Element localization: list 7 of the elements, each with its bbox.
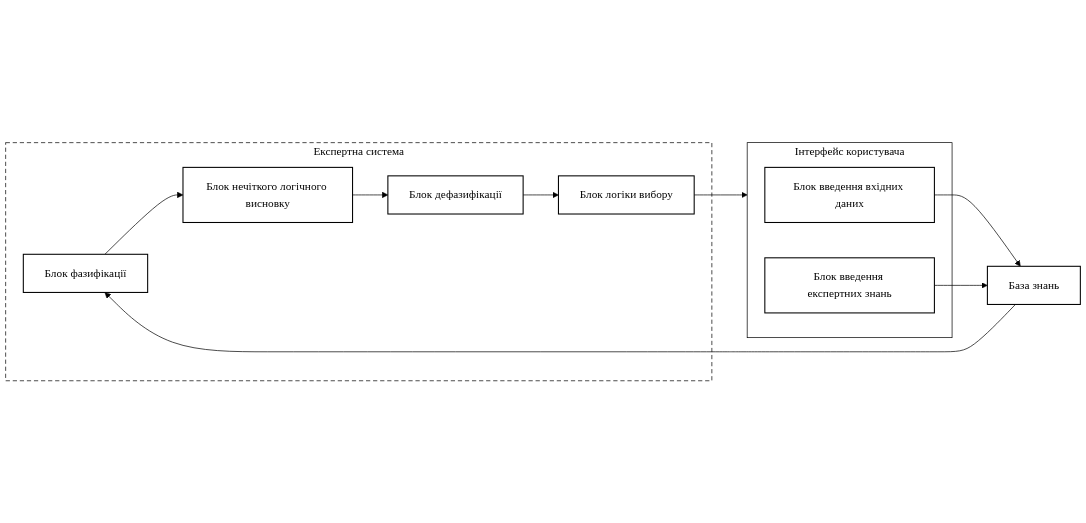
node-box: Блок логіки вибору <box>557 175 695 215</box>
node-box: Блок нечіткого логічного висновку <box>182 166 354 223</box>
node-box: Блок введення вхідних даних <box>764 166 935 223</box>
node-box: Блок дефазифікації <box>387 175 524 215</box>
node-box: Блок фазифікації <box>22 253 149 293</box>
node-box: База знань <box>986 265 1081 305</box>
node-box: Блок введення експертних знань <box>764 257 935 314</box>
